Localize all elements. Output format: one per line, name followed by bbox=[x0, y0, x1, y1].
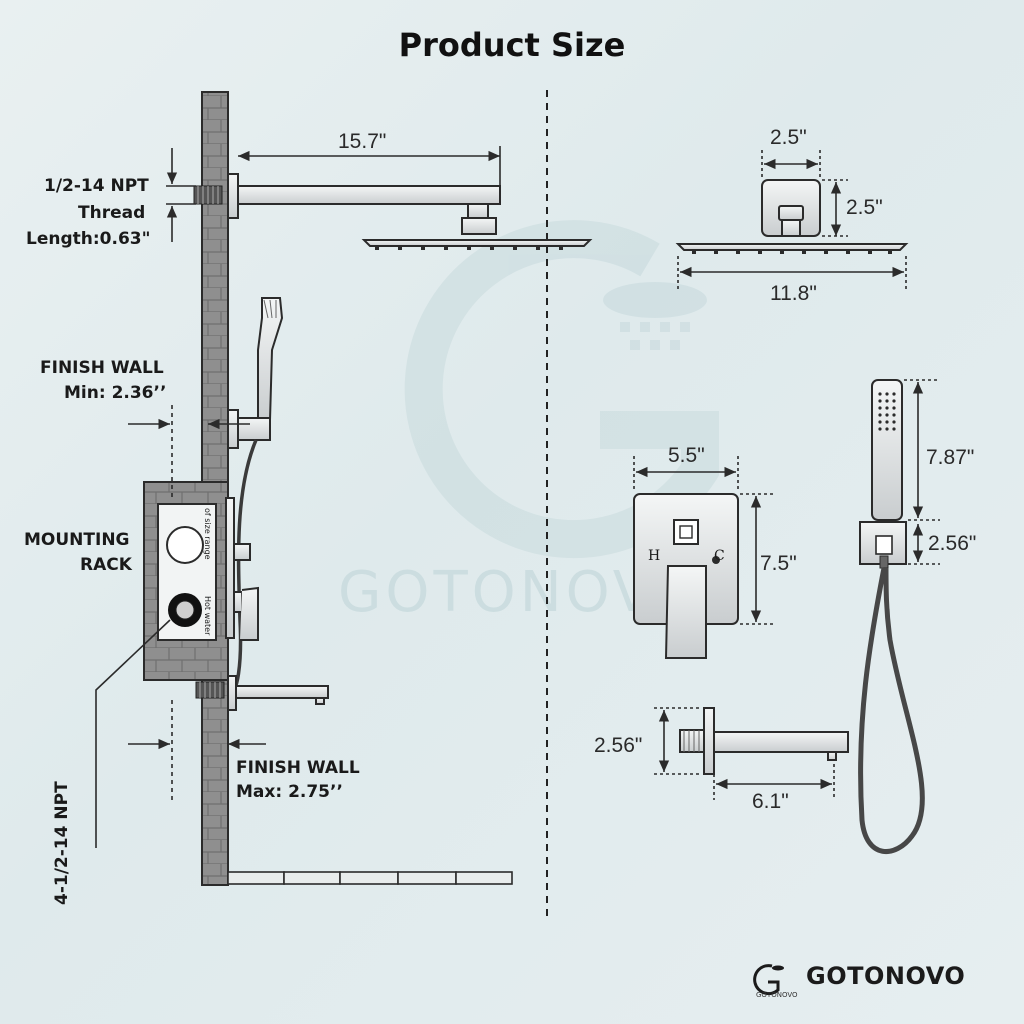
npt-4-text: 4-1/2-14 NPT bbox=[52, 781, 72, 905]
hose-front bbox=[858, 567, 925, 854]
thread-connector-top bbox=[193, 185, 223, 205]
npt-thread-dimension bbox=[166, 148, 196, 242]
tub-spout-dimensions bbox=[654, 707, 835, 800]
spout-length-value: 6.1" bbox=[752, 790, 789, 813]
floor-tiles bbox=[227, 871, 513, 885]
handheld-shower-front bbox=[859, 379, 907, 569]
valve-hot-label: H bbox=[648, 548, 661, 564]
finish-wall-max-dimension bbox=[128, 700, 266, 800]
mounting-rack-label-line2: RACK bbox=[80, 555, 132, 575]
brand-mini-text: GOTONOVO bbox=[756, 991, 798, 999]
brand-logo-icon bbox=[753, 964, 784, 996]
brand-logo: GOTONOVO GOTONOVO bbox=[756, 955, 996, 1005]
finish-wall-max-label-line1: FINISH WALL bbox=[236, 758, 360, 778]
arm-length-value: 15.7" bbox=[338, 130, 387, 153]
valve-text-size-range: of size range bbox=[203, 508, 212, 560]
spout-height-value: 2.56" bbox=[594, 734, 643, 757]
head-mount-width-value: 2.5" bbox=[770, 126, 807, 149]
head-width-value: 11.8" bbox=[770, 282, 817, 305]
shower-arm-side bbox=[227, 173, 593, 247]
npt-thread-label-line3: Length:0.63" bbox=[26, 229, 151, 249]
handheld-length-value: 7.87" bbox=[926, 446, 975, 469]
shower-head-nozzles-side bbox=[375, 246, 563, 250]
trim-height-value: 7.5" bbox=[760, 552, 797, 575]
trim-plate-dimensions bbox=[633, 456, 774, 625]
finish-wall-min-label-line1: FINISH WALL bbox=[40, 358, 164, 378]
tub-spout-side bbox=[227, 675, 329, 711]
valve-body bbox=[157, 497, 259, 641]
shower-head-front-nozzles bbox=[692, 250, 892, 254]
shower-head-dimensions bbox=[677, 150, 907, 292]
finish-wall-min-label-line2: Min: 2.36’’ bbox=[64, 383, 167, 403]
arm-length-dimension bbox=[238, 146, 501, 186]
tub-spout-front bbox=[679, 707, 849, 775]
holder-height-value: 2.56" bbox=[928, 532, 977, 555]
valve-text-hot-water: Hot water bbox=[203, 596, 212, 636]
handheld-shower-side bbox=[227, 297, 284, 449]
finish-wall-max-label-line2: Max: 2.75’’ bbox=[236, 782, 343, 802]
npt-leader-line bbox=[95, 619, 171, 848]
npt-thread-label-line1: 1/2-14 NPT bbox=[44, 176, 149, 196]
npt-thread-label-line2: Thread bbox=[78, 203, 146, 223]
page-title: Product Size bbox=[398, 26, 626, 64]
thread-connector-bottom bbox=[195, 681, 225, 699]
finish-wall-min-dimension bbox=[128, 405, 250, 500]
brand-name: GOTONOVO bbox=[806, 962, 966, 990]
valve-cold-label: C bbox=[714, 548, 725, 564]
shower-head-front bbox=[675, 179, 909, 251]
valve-trim-plate bbox=[633, 493, 739, 659]
handheld-dimensions bbox=[904, 379, 940, 565]
mounting-rack-label-line1: MOUNTING bbox=[24, 530, 130, 550]
trim-width-value: 5.5" bbox=[668, 444, 705, 467]
head-mount-height-value: 2.5" bbox=[846, 196, 883, 219]
